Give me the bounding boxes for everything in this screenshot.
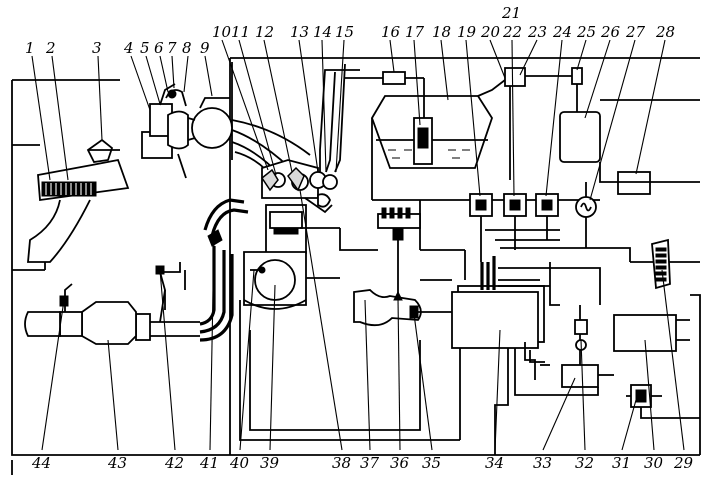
callout-13: 13 xyxy=(290,23,309,41)
fuel-injectors xyxy=(300,207,421,300)
callout-8: 8 xyxy=(182,39,192,57)
callout-40: 40 xyxy=(229,454,250,472)
callout-7: 7 xyxy=(167,39,177,57)
leader-lines-bottom xyxy=(41,189,685,451)
ecu xyxy=(419,200,631,455)
callout-34: 34 xyxy=(485,454,504,472)
callout-21: 21 xyxy=(501,4,521,22)
callout-25: 25 xyxy=(576,23,596,41)
callout-44: 44 xyxy=(31,454,51,472)
leader-lines-top xyxy=(31,39,666,201)
callout-38: 38 xyxy=(332,454,351,472)
relays xyxy=(469,193,560,262)
callout-4: 4 xyxy=(123,39,134,57)
callout-9: 9 xyxy=(200,39,210,57)
callout-1: 1 xyxy=(25,39,35,57)
lamp-and-fuse xyxy=(575,171,651,248)
misc-wiring xyxy=(44,160,672,455)
callout-42: 42 xyxy=(164,454,184,472)
callouts-bottom: 44 43 42 41 40 39 38 37 36 35 34 33 32 3… xyxy=(31,454,694,472)
diagnostic-connector xyxy=(651,238,671,290)
callout-36: 36 xyxy=(390,454,410,472)
callout-17: 17 xyxy=(405,23,425,41)
callout-43: 43 xyxy=(107,454,127,472)
callout-5: 5 xyxy=(140,39,150,57)
callout-30: 30 xyxy=(644,454,664,472)
callout-14: 14 xyxy=(313,23,332,41)
callout-35: 35 xyxy=(422,454,441,472)
callout-10: 10 xyxy=(212,23,232,41)
evap-canister xyxy=(504,67,601,180)
bottom-right-components xyxy=(560,305,700,419)
air-filter xyxy=(27,138,130,263)
callout-37: 37 xyxy=(360,454,380,472)
callout-28: 28 xyxy=(655,23,675,41)
fuel-tank xyxy=(345,71,600,201)
callout-11: 11 xyxy=(231,23,250,41)
callout-12: 12 xyxy=(255,23,274,41)
callout-2: 2 xyxy=(45,39,56,57)
callout-19: 19 xyxy=(457,23,477,41)
callout-22: 22 xyxy=(502,23,522,41)
exhaust-system xyxy=(24,198,249,345)
callout-20: 20 xyxy=(480,23,501,41)
callouts-top: 1 2 3 4 5 6 7 8 9 10 11 12 13 14 15 16 1… xyxy=(25,4,675,57)
callout-6: 6 xyxy=(154,39,164,57)
callout-33: 33 xyxy=(533,454,552,472)
throttle-body xyxy=(141,83,233,179)
wiring-frame xyxy=(11,57,701,475)
callout-23: 23 xyxy=(527,23,547,41)
callout-18: 18 xyxy=(432,23,451,41)
callout-39: 39 xyxy=(260,454,280,472)
callout-26: 26 xyxy=(600,23,621,41)
callout-29: 29 xyxy=(673,454,694,472)
callout-31: 31 xyxy=(612,454,631,472)
crank-sensor xyxy=(353,289,452,327)
callout-16: 16 xyxy=(381,23,401,41)
callout-32: 32 xyxy=(575,454,594,472)
callout-3: 3 xyxy=(92,39,102,57)
callout-24: 24 xyxy=(552,23,572,41)
callout-15: 15 xyxy=(335,23,354,41)
callout-41: 41 xyxy=(199,454,219,472)
callout-27: 27 xyxy=(625,23,646,41)
